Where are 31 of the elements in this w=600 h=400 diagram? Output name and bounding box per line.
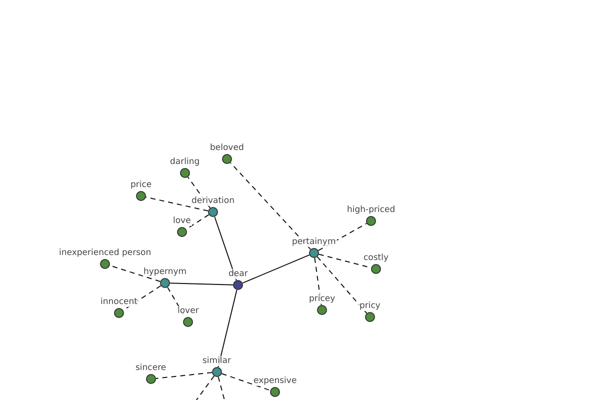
dashed-line [145, 196, 209, 212]
node-label: inexperienced person [58, 248, 152, 258]
dashed-line [314, 257, 322, 306]
dashed-line [194, 376, 215, 400]
node-label: beloved [209, 143, 245, 153]
node-label: love [172, 216, 192, 226]
node-label: price [130, 180, 153, 190]
dashed-line [316, 256, 368, 314]
connector-line [218, 289, 238, 368]
node-label: sincere [134, 363, 168, 373]
node-label: pertainym [291, 237, 337, 247]
node-label: similar [202, 356, 232, 366]
node-label: lover [176, 306, 200, 316]
node-label: pricy [358, 301, 382, 311]
node-label: expensive [252, 376, 298, 386]
node-label: costly [362, 253, 390, 263]
connector-line [214, 216, 237, 281]
dashed-line [221, 373, 271, 391]
dashed-line [218, 376, 226, 400]
dashed-line [155, 372, 213, 379]
node-label: high-priced [346, 205, 396, 215]
dashed-line [318, 222, 368, 252]
node-label: hypernym [142, 267, 188, 277]
connector-line [170, 282, 234, 286]
node-label: derivation [190, 196, 236, 206]
node-label: pricey [308, 294, 336, 304]
dashed-line [230, 162, 312, 250]
node-label: darling [169, 157, 201, 167]
connector-line [242, 254, 310, 284]
node-label: dear [228, 269, 249, 279]
node-label: innocent [100, 297, 138, 307]
